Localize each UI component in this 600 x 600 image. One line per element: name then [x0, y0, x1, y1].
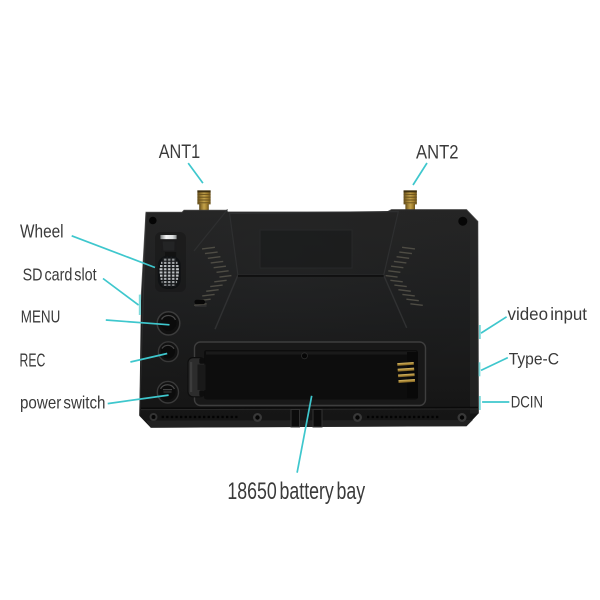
svg-text:18650 battery bay: 18650 battery bay — [227, 478, 365, 505]
svg-text:Wheel: Wheel — [20, 221, 64, 242]
svg-text:Type-C: Type-C — [509, 349, 559, 368]
svg-text:REC: REC — [20, 351, 46, 371]
svg-text:SD card slot: SD card slot — [23, 265, 97, 285]
svg-text:ANT2: ANT2 — [416, 142, 459, 164]
svg-text:MENU: MENU — [21, 307, 61, 327]
svg-text:DCIN: DCIN — [511, 392, 543, 411]
svg-text:video input: video input — [508, 304, 588, 324]
svg-text:ANT1: ANT1 — [159, 141, 201, 163]
svg-text:power switch: power switch — [20, 393, 106, 413]
